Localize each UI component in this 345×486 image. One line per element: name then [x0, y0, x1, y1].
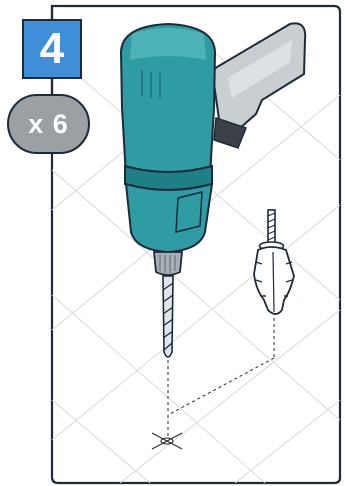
step-number-badge: 4 [22, 19, 82, 79]
quantity-badge: x 6 [7, 94, 90, 154]
step-number: 4 [40, 27, 64, 71]
quantity-label: x 6 [28, 109, 69, 140]
